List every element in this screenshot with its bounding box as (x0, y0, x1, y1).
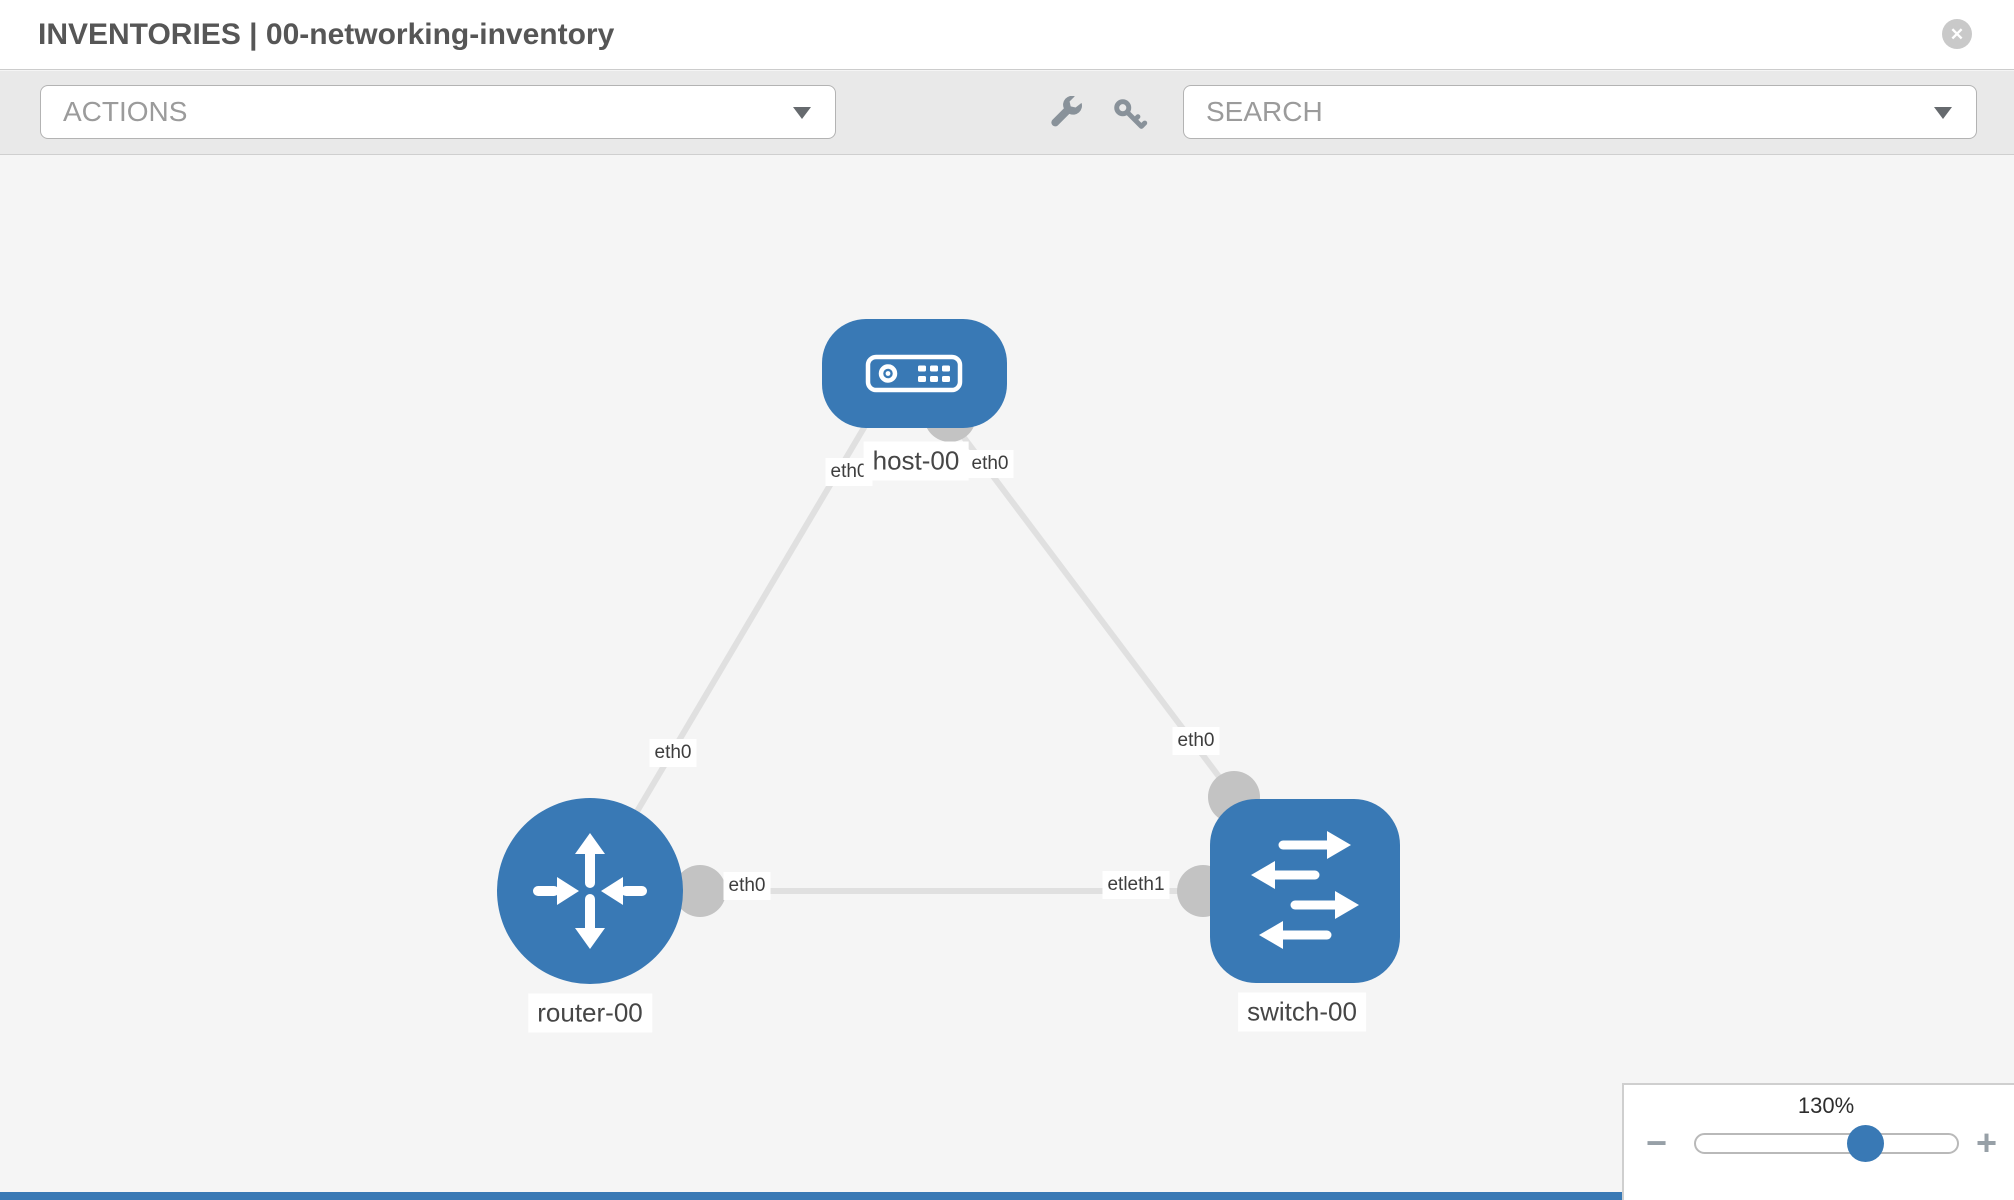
zoom-in-button[interactable]: + (1976, 1123, 1997, 1163)
key-icon (1114, 99, 1148, 129)
links (587, 417, 1308, 894)
node-router[interactable] (497, 798, 683, 984)
minus-icon: − (1646, 1122, 1668, 1163)
node-switch[interactable] (1210, 799, 1400, 983)
wrench-icon (1051, 96, 1082, 127)
host-icon (865, 354, 963, 393)
port-router-right[interactable] (674, 865, 726, 917)
toolbar: ACTIONS SEARCH (0, 71, 2014, 155)
topology-graph (497, 319, 1400, 984)
search-dropdown[interactable]: SEARCH (1183, 85, 1977, 139)
topology-canvas[interactable]: host-00 router-00 switch-00 eth0 eth0 et… (0, 156, 2014, 1200)
bottom-accent-strip (0, 1192, 1622, 1200)
zoom-slider-track[interactable] (1694, 1133, 1959, 1154)
interface-label-switch-top: eth0 (1172, 727, 1220, 755)
zoom-out-button[interactable]: − (1646, 1123, 1667, 1163)
actions-dropdown[interactable]: ACTIONS (40, 85, 836, 139)
node-label-switch: switch-00 (1238, 992, 1366, 1032)
close-button[interactable]: ✕ (1942, 19, 1972, 49)
router-icon (533, 833, 647, 949)
chevron-down-icon (793, 107, 811, 119)
zoom-slider-handle[interactable] (1847, 1125, 1884, 1162)
node-label-router: router-00 (528, 993, 652, 1033)
interface-label-router-top: eth0 (649, 739, 697, 767)
wrench-button[interactable] (1047, 95, 1087, 135)
router-node-shape[interactable] (497, 798, 683, 984)
switch-icon (1251, 831, 1359, 949)
actions-dropdown-label: ACTIONS (63, 96, 188, 127)
header: INVENTORIES | 00-networking-inventory ✕ (0, 0, 2014, 70)
key-button[interactable] (1110, 95, 1150, 135)
interface-label-switch-left: etleth1 (1102, 871, 1170, 899)
zoom-level-value: 130% (1797, 1093, 1855, 1118)
switch-node-shape[interactable] (1210, 799, 1400, 983)
chevron-down-icon (1934, 107, 1952, 119)
host-node-shape[interactable] (822, 319, 1007, 428)
plus-icon: + (1976, 1122, 1998, 1163)
close-icon: ✕ (1949, 24, 1965, 44)
interface-label-host-right: eth0 (966, 450, 1014, 478)
search-dropdown-label: SEARCH (1206, 96, 1323, 127)
zoom-control-panel: 130% − + (1622, 1083, 2014, 1200)
page-title: INVENTORIES | 00-networking-inventory (38, 17, 615, 51)
node-host[interactable] (822, 319, 1007, 428)
interface-label-router-right: eth0 (723, 872, 771, 900)
node-label-host: host-00 (863, 441, 969, 481)
